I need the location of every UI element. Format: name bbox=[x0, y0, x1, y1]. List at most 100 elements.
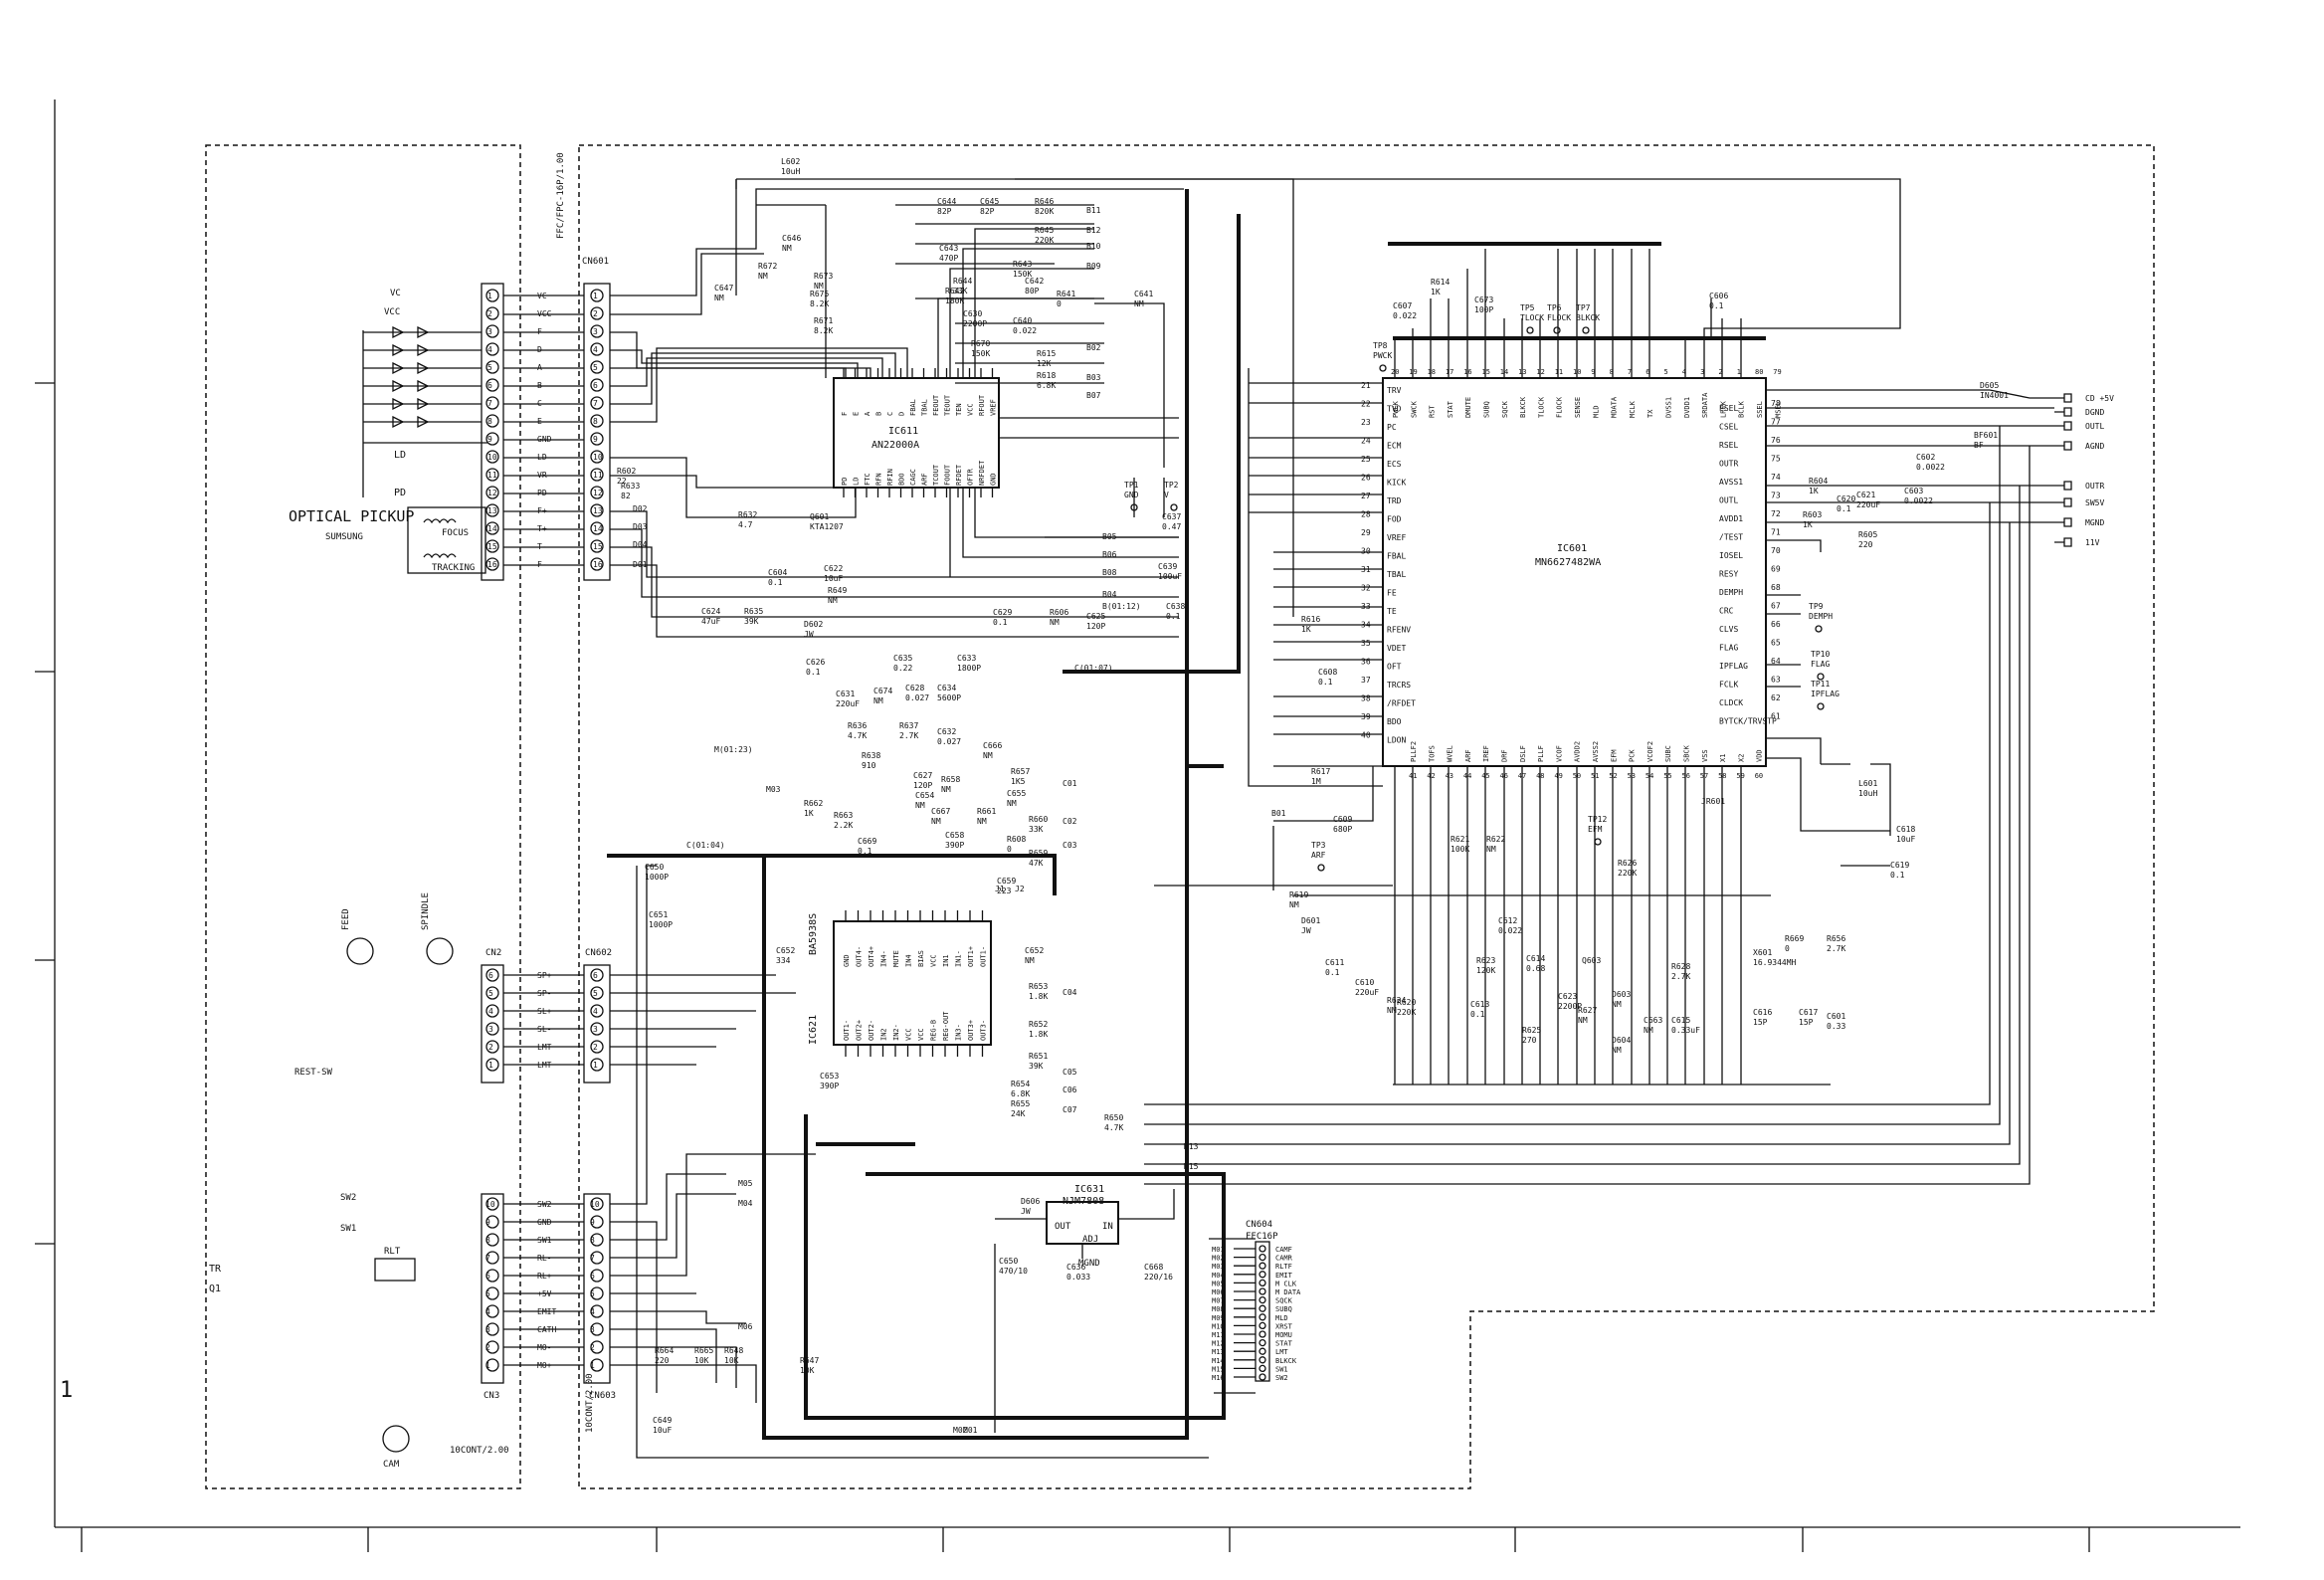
component-ref: C628 bbox=[905, 684, 924, 692]
ic601-right-pin: OUTL bbox=[1719, 496, 1738, 505]
cn3-pin-number: 10 bbox=[485, 1200, 495, 1209]
component-ref: L601 bbox=[1858, 779, 1877, 788]
component-value: 2.7K bbox=[1671, 972, 1690, 981]
ic621-top-pin: MUTE bbox=[892, 950, 900, 967]
component-ref: C645 bbox=[980, 197, 999, 206]
ic601-right-pin: CSEL bbox=[1719, 423, 1738, 432]
ic601-top-pin: MDATA bbox=[1611, 396, 1619, 418]
ic601-bottom-pin: DSLF bbox=[1519, 745, 1527, 762]
pickup-pin-number: 2 bbox=[487, 309, 492, 318]
component-ref: C659 bbox=[997, 877, 1016, 886]
bus-label: M05 bbox=[738, 1179, 753, 1188]
cn604-signal: EMIT bbox=[1275, 1272, 1293, 1280]
component-value: 100K bbox=[1451, 845, 1469, 854]
cn601-pin-circle bbox=[590, 539, 604, 553]
component-value: NM bbox=[915, 801, 925, 810]
bus-label: M13 bbox=[1184, 1142, 1199, 1151]
rest-sw-label: REST-SW bbox=[294, 1068, 333, 1078]
cn604-net: M08 bbox=[1212, 1305, 1225, 1313]
ic601-name: IC601 bbox=[1557, 543, 1587, 554]
component-value: 15P bbox=[1799, 1018, 1814, 1027]
component-value: 6.8K bbox=[1037, 381, 1056, 390]
ic601-right-pin-num: 65 bbox=[1771, 639, 1781, 648]
bus-label: C04 bbox=[1063, 988, 1077, 997]
cn604-signal: BLKCK bbox=[1275, 1357, 1297, 1365]
component-ref: C613 bbox=[1470, 1000, 1489, 1009]
cn604-name: CN604 bbox=[1246, 1220, 1272, 1230]
component-value: 4.7 bbox=[738, 520, 753, 529]
cn601: CN601 FFC/FPC-16P/1.00 bbox=[556, 152, 611, 581]
cn604-signal: SQCK bbox=[1275, 1297, 1293, 1305]
ic601-right-pin-num: 71 bbox=[1771, 528, 1781, 537]
component-value: 2.2K bbox=[834, 821, 853, 830]
component-ref: C637 bbox=[1162, 512, 1181, 521]
component-value: 120P bbox=[913, 781, 932, 790]
component-value: 10K bbox=[694, 1356, 709, 1365]
component-value: 220K bbox=[1618, 869, 1637, 878]
ic601-left-pin-num: 21 bbox=[1361, 381, 1371, 390]
bus-label: D01 bbox=[633, 560, 648, 569]
pickup-pin-number: 6 bbox=[487, 381, 492, 390]
cn601-pin-number: 4 bbox=[593, 345, 598, 354]
output-label: SW5V bbox=[2085, 498, 2104, 507]
ic601-bottom-pin: SUBC bbox=[1664, 745, 1672, 762]
cn601-pin-circle bbox=[590, 360, 604, 374]
test-point-name: TP3 bbox=[1311, 841, 1326, 850]
component-ref: R672 bbox=[758, 262, 777, 271]
ic601-left-pin-num: 29 bbox=[1361, 528, 1371, 537]
bus-label: B04 bbox=[1102, 590, 1117, 599]
cn601-pin-circle bbox=[590, 450, 604, 464]
ic601-top-pin: DVSS1 bbox=[1665, 397, 1673, 418]
component-ref: L602 bbox=[781, 157, 800, 166]
ic601-right-pin-num: 63 bbox=[1771, 676, 1781, 685]
component-value: 1800P bbox=[957, 664, 981, 673]
component-ref: C652 bbox=[1025, 946, 1044, 955]
ic601-left-pin-num: 28 bbox=[1361, 510, 1371, 519]
cn601-pin-circle bbox=[590, 557, 604, 571]
component-ref: C626 bbox=[806, 658, 825, 667]
component-ref: R646 bbox=[1035, 197, 1054, 206]
component-value: 2.7K bbox=[899, 731, 918, 740]
ic601-left-pin: FBAL bbox=[1387, 552, 1406, 561]
ic611: IC611 AN22000A bbox=[833, 377, 1000, 489]
cn601-pin-circle bbox=[590, 521, 604, 535]
component-ref: C629 bbox=[993, 608, 1012, 617]
test-point-signal: DEMPH bbox=[1809, 612, 1833, 621]
cn604-signal: SW1 bbox=[1275, 1365, 1288, 1373]
ic621-bottom-pin: OUT1- bbox=[843, 1020, 851, 1041]
ic601-right-pin: IPFLAG bbox=[1719, 662, 1748, 671]
ic601-left-pin-num: 30 bbox=[1361, 547, 1371, 556]
ic601-left-pin: VDET bbox=[1387, 644, 1406, 653]
ic601-left-pin: FE bbox=[1387, 589, 1397, 598]
ic621-bottom-pin: REG-B bbox=[930, 1020, 938, 1041]
cn3-pin-number: 8 bbox=[485, 1236, 490, 1245]
pickup-pin-number: 8 bbox=[487, 417, 492, 426]
component-value: NM bbox=[873, 696, 883, 705]
ic601-top-pin-num: 4 bbox=[1682, 368, 1686, 376]
component-ref: C669 bbox=[858, 837, 876, 846]
component-value: JW bbox=[1301, 926, 1311, 935]
ic601-bottom-pin-num: 56 bbox=[1682, 772, 1690, 780]
cn604-signal: SW2 bbox=[1275, 1374, 1288, 1382]
ic601-right-pin-num: 75 bbox=[1771, 455, 1781, 464]
cn2-pin-number: 6 bbox=[488, 971, 493, 980]
ic601-left-pin: VREF bbox=[1387, 533, 1406, 542]
component-ref: Q603 bbox=[1582, 956, 1601, 965]
pickup-pin-number: 1 bbox=[487, 292, 492, 300]
ic611-bottom-pin: RFN bbox=[875, 473, 883, 486]
ic601: IC601 MN6627482WA bbox=[1382, 377, 1767, 767]
component-value: 1M bbox=[1311, 777, 1321, 786]
output-terminal bbox=[2054, 481, 2072, 491]
ic601-right-pin-num: 70 bbox=[1771, 546, 1781, 555]
component-ref: C663 bbox=[1644, 1016, 1662, 1025]
ic601-top-pin-num: 9 bbox=[1591, 368, 1595, 376]
component-value: NM bbox=[814, 282, 824, 291]
ic621-bottom-pin: OUT2- bbox=[868, 1020, 875, 1041]
ic621-top-pin: IN4- bbox=[880, 950, 888, 967]
test-point-signal: GND bbox=[1124, 491, 1139, 499]
component-value: 0.1 bbox=[1318, 678, 1333, 687]
ic611-bottom-pin: OFTR bbox=[967, 468, 975, 486]
cn603-pin-number: 8 bbox=[590, 1236, 595, 1245]
bus-label: C03 bbox=[1063, 841, 1077, 850]
cn604-net: M01 bbox=[1212, 1246, 1225, 1254]
